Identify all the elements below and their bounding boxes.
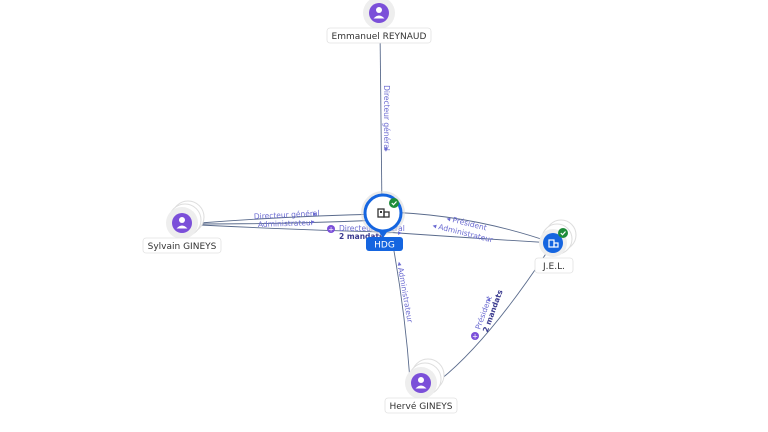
verified-check-icon bbox=[389, 198, 399, 208]
node-label-jel: J.E.L. bbox=[542, 262, 565, 272]
arrow-right-icon: ▸ bbox=[382, 148, 391, 152]
arrow-right-icon: ▸ bbox=[398, 228, 402, 237]
arrow-right-icon: ▸ bbox=[313, 209, 317, 218]
mandate-count-icon[interactable] bbox=[471, 332, 479, 340]
edge-label-hdg-herve: Administrateur bbox=[396, 267, 415, 325]
arrow-left-icon: ◂ bbox=[432, 221, 438, 231]
edge-label-sylvain-hdg-2: Administrateur bbox=[258, 218, 315, 229]
edge-hdg-herve[interactable] bbox=[391, 239, 411, 381]
arrow-left-icon: ◂ bbox=[395, 261, 405, 267]
arrow-left-icon: ◂ bbox=[446, 214, 452, 224]
edge-emmanuel-hdg[interactable] bbox=[379, 27, 383, 213]
edge-label-sylvain-hdg-1: Directeur général bbox=[254, 209, 320, 221]
node-jel[interactable]: J.E.L. bbox=[534, 219, 577, 274]
building-icon bbox=[548, 239, 559, 248]
verified-check-icon bbox=[558, 228, 568, 238]
arrow-right-icon: ▸ bbox=[484, 296, 494, 303]
edge-hdg-jel-2[interactable] bbox=[383, 231, 554, 244]
node-label-hdg: HDG bbox=[374, 241, 395, 251]
edge-label-emmanuel-hdg: Directeur général bbox=[382, 85, 391, 151]
node-label-emmanuel: Emmanuel REYNAUD bbox=[332, 32, 427, 42]
edge-sylvain-hdg-2[interactable] bbox=[199, 219, 383, 225]
node-hdg[interactable]: HDG bbox=[361, 191, 405, 251]
node-emmanuel-reynaud[interactable]: Emmanuel REYNAUD bbox=[326, 0, 432, 44]
edge-sylvain-hdg-3[interactable] bbox=[199, 224, 385, 233]
mandate-count-icon[interactable] bbox=[327, 225, 335, 233]
plus-icon: + bbox=[328, 226, 334, 234]
plus-icon: + bbox=[472, 333, 478, 341]
building-icon bbox=[377, 208, 390, 218]
edge-count-sylvain-hdg: 2 mandats bbox=[339, 232, 384, 241]
node-sylvain-gineys[interactable]: Sylvain GINEYS bbox=[142, 200, 222, 254]
arrow-right-icon: ▸ bbox=[311, 217, 315, 226]
node-herve-gineys[interactable]: Hervé GINEYS bbox=[384, 358, 458, 414]
node-label-sylvain: Sylvain GINEYS bbox=[148, 242, 217, 252]
node-label-herve: Hervé GINEYS bbox=[390, 401, 453, 412]
edge-sylvain-hdg-1[interactable] bbox=[199, 213, 383, 224]
